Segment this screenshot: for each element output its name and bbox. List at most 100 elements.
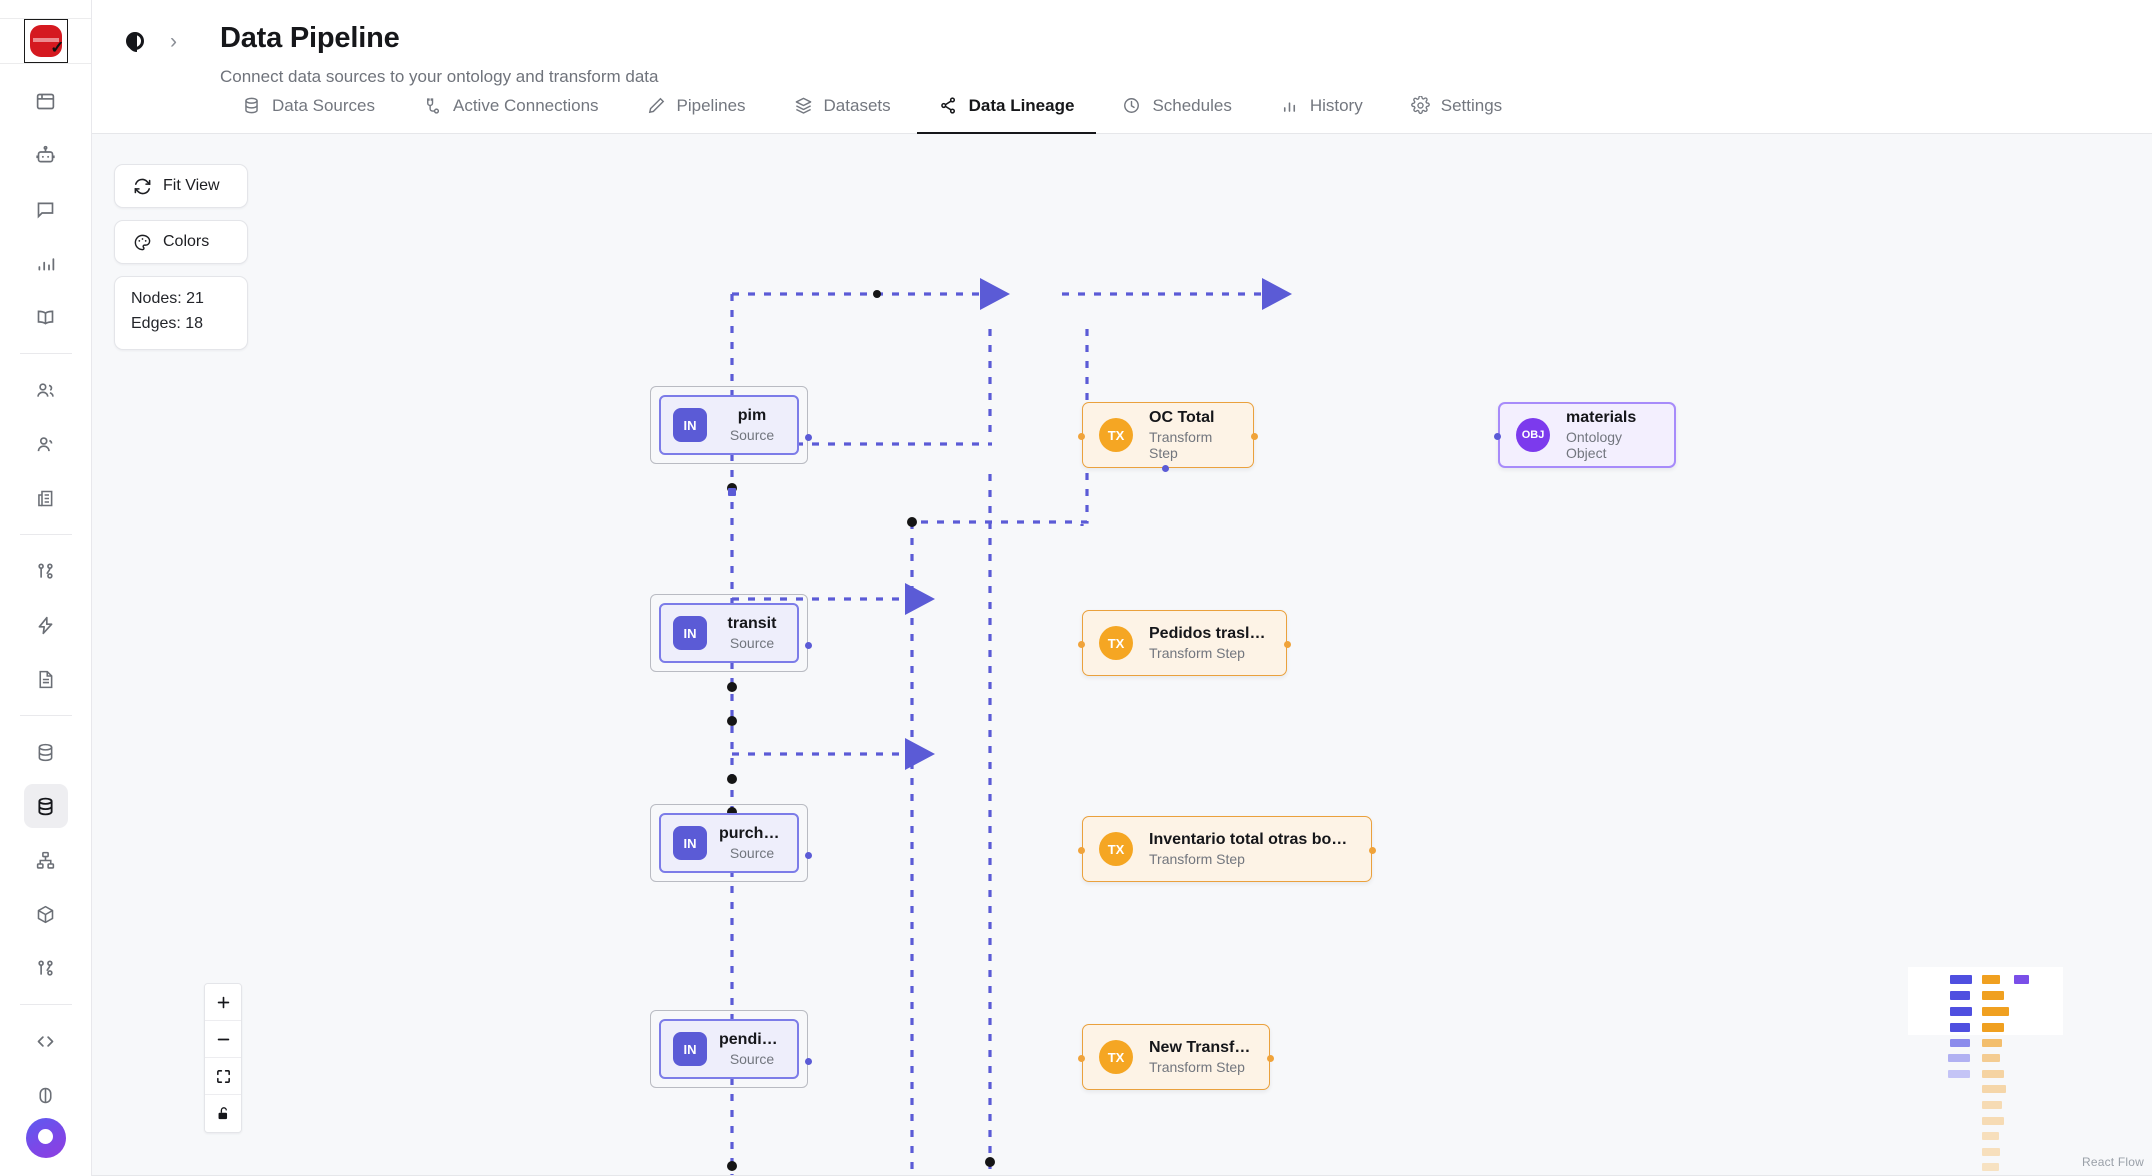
tab-active-connections[interactable]: Active Connections [401, 79, 621, 134]
minimap-node [1982, 1132, 1999, 1140]
minus-icon [217, 1038, 229, 1040]
sidebar-item-documents[interactable] [24, 657, 68, 701]
fit-view-button[interactable]: Fit View [114, 164, 248, 208]
minimap-node [1982, 1117, 2004, 1125]
node-subtitle: Source [729, 1051, 775, 1067]
sidebar-item-robot[interactable] [24, 133, 68, 177]
ontology-node-body[interactable]: OBJ materials Ontology Object [1498, 402, 1676, 468]
chevron-right-icon[interactable]: › [170, 30, 177, 53]
node-subtitle: Transform Step [1149, 429, 1213, 461]
source-node-body[interactable]: IN pending ... Source [659, 1019, 799, 1079]
page-title: Data Pipeline [220, 22, 400, 54]
tab-history[interactable]: History [1258, 79, 1385, 134]
sidebar-item-git-branch[interactable] [24, 549, 68, 593]
tab-data-sources[interactable]: Data Sources [220, 79, 397, 134]
node-title: purchas... [719, 825, 785, 842]
node-handle-left[interactable] [1494, 433, 1501, 440]
sidebar-item-analytics[interactable] [24, 241, 68, 285]
source-node-body[interactable]: IN pim Source [659, 395, 799, 455]
obj-badge: OBJ [1516, 418, 1550, 452]
node-handle-right[interactable] [805, 434, 812, 441]
tab-label: Datasets [823, 95, 891, 115]
tx-badge: TX [1099, 626, 1133, 660]
zoom-out-button[interactable] [205, 1021, 241, 1058]
node-inventario-total[interactable]: TX Inventario total otras bodegas Transf… [1078, 816, 1376, 882]
transform-node-body[interactable]: TX Inventario total otras bodegas Transf… [1082, 816, 1372, 882]
node-handle-left[interactable] [1078, 847, 1085, 854]
node-new-transform[interactable]: TX New Transform Transform Step [1078, 1024, 1274, 1090]
transform-node-body[interactable]: TX Pedidos traslado Transform Step [1082, 610, 1287, 676]
node-pim[interactable]: IN pim Source [650, 386, 812, 464]
sidebar-item-brain[interactable] [24, 1073, 68, 1117]
fit-screen-button[interactable] [205, 1058, 241, 1095]
rail-divider-3 [19, 715, 72, 716]
tab-pipelines[interactable]: Pipelines [625, 79, 768, 134]
sidebar-item-automations[interactable] [24, 603, 68, 647]
circle-half-logo-icon[interactable] [126, 32, 144, 52]
sidebar-item-building[interactable] [24, 476, 68, 520]
node-title: transit [727, 615, 777, 632]
node-handle-right[interactable] [805, 1058, 812, 1065]
fit-view-label: Fit View [163, 177, 220, 194]
tab-datasets[interactable]: Datasets [772, 79, 913, 134]
node-handle-bottom[interactable] [1162, 465, 1169, 472]
node-handle-right[interactable] [805, 852, 812, 859]
avatar[interactable] [25, 1118, 66, 1158]
node-materials[interactable]: OBJ materials Ontology Object [1494, 402, 1676, 468]
tab-schedules[interactable]: Schedules [1100, 79, 1253, 134]
node-handle-right[interactable] [1284, 641, 1291, 648]
tenant-logo-slot[interactable]: ✓ [0, 19, 91, 64]
node-handle-right[interactable] [805, 642, 812, 649]
lineage-canvas[interactable]: IN pim Source IN transit Sour [92, 134, 2152, 1176]
lock-toggle-button[interactable] [205, 1095, 241, 1132]
node-transit[interactable]: IN transit Source [650, 594, 812, 672]
sidebar-item-users[interactable] [24, 368, 68, 412]
node-title: materials [1566, 409, 1637, 426]
edge-arrowheads [905, 278, 1292, 770]
node-purchases[interactable]: IN purchas... Source [650, 804, 812, 882]
node-pending[interactable]: IN pending ... Source [650, 1010, 812, 1088]
brand-blob [29, 25, 62, 57]
sidebar-item-database[interactable] [24, 730, 68, 774]
zoom-in-button[interactable] [205, 984, 241, 1021]
tab-bar: Data Sources Active Connections Pipeline… [92, 78, 2152, 134]
node-handle-left[interactable] [1078, 433, 1085, 440]
transform-node-body[interactable]: TX New Transform Transform Step [1082, 1024, 1270, 1090]
canvas-control-panel: Fit View Colors Nodes: 21 Edges: 18 [114, 164, 248, 350]
sidebar-item-window[interactable] [24, 79, 68, 123]
minimap[interactable]: React Flow [1846, 957, 2152, 1175]
source-node-body[interactable]: IN purchas... Source [659, 813, 799, 873]
sidebar-item-data-pipeline[interactable] [23, 784, 68, 828]
red-brand-tile-icon[interactable]: ✓ [23, 19, 68, 63]
transform-node-body[interactable]: TX OC Total Transform Step [1082, 402, 1254, 468]
tab-data-lineage[interactable]: Data Lineage [916, 79, 1097, 134]
tx-badge: TX [1099, 418, 1133, 452]
source-node-body[interactable]: IN transit Source [659, 603, 799, 663]
node-handle-left[interactable] [1078, 1055, 1085, 1062]
tab-label: Active Connections [453, 95, 599, 115]
node-pedidos-traslado[interactable]: TX Pedidos traslado Transform Step [1078, 610, 1291, 676]
node-handle-right[interactable] [1251, 433, 1258, 440]
sidebar-item-user[interactable] [24, 422, 68, 466]
node-handle-right[interactable] [1369, 847, 1376, 854]
sidebar-item-code[interactable] [24, 1019, 68, 1063]
sidebar-item-chat[interactable] [24, 187, 68, 231]
node-oc-total[interactable]: TX OC Total Transform Step [1078, 402, 1258, 472]
minimap-node [1950, 975, 1972, 984]
sidebar-item-git-merge[interactable] [24, 946, 68, 990]
node-selection-frame: IN pim Source [650, 386, 808, 464]
tab-settings[interactable]: Settings [1389, 79, 1524, 134]
node-title: Inventario total otras bodegas [1149, 831, 1355, 848]
sidebar-item-cube[interactable] [24, 892, 68, 936]
node-text: Inventario total otras bodegas Transform… [1149, 831, 1355, 867]
sidebar-item-org-chart[interactable] [24, 838, 68, 882]
sidebar-item-book[interactable] [24, 295, 68, 339]
node-handle-right[interactable] [1267, 1055, 1274, 1062]
plug-icon [427, 98, 440, 114]
graph-stats: Nodes: 21 Edges: 18 [114, 276, 248, 350]
node-handle-left[interactable] [1078, 641, 1085, 648]
refresh-icon [134, 178, 151, 194]
minimap-node [1982, 975, 2000, 984]
minimap-node [1950, 1023, 1970, 1032]
colors-button[interactable]: Colors [114, 220, 248, 264]
